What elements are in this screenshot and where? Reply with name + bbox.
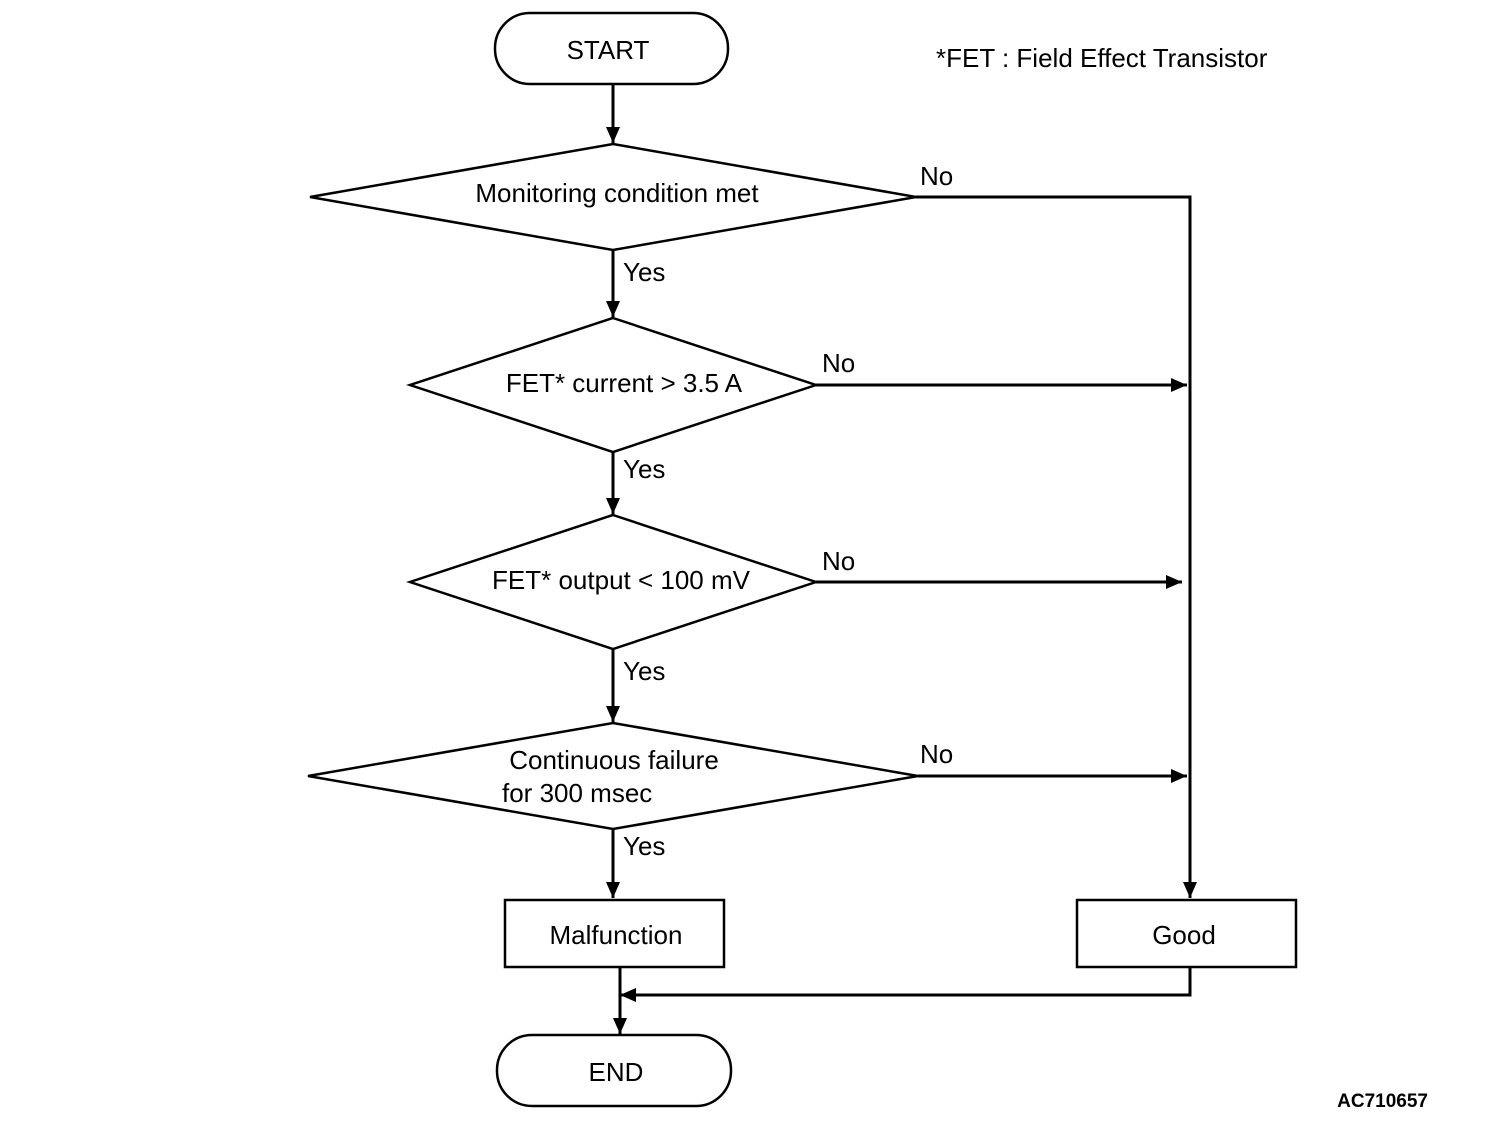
d2-no-label: No bbox=[822, 348, 855, 378]
start-label: START bbox=[567, 35, 650, 65]
d4-no-label: No bbox=[920, 739, 953, 769]
malfunction-box bbox=[503, 898, 726, 969]
d4-yes-label: Yes bbox=[623, 831, 665, 861]
d3-no-label: No bbox=[822, 546, 855, 576]
decision-continuous-failure bbox=[307, 721, 919, 831]
decision-fet-output-label: FET* output < 100 mV bbox=[492, 565, 751, 595]
footnote: *FET : Field Effect Transistor bbox=[936, 43, 1268, 73]
edge-d1-no bbox=[916, 195, 1197, 898]
edge-good-merge bbox=[620, 967, 1192, 1002]
decision-monitoring-condition-label: Monitoring condition met bbox=[475, 178, 759, 208]
figure-code: AC710657 bbox=[1337, 1091, 1428, 1112]
d1-no-label: No bbox=[920, 161, 953, 191]
d1-yes-label: Yes bbox=[623, 257, 665, 287]
decision-fet-current-label: FET* current > 3.5 A bbox=[506, 368, 743, 398]
good-box bbox=[1075, 898, 1298, 969]
malfunction-label: Malfunction bbox=[550, 920, 683, 950]
d3-yes-label: Yes bbox=[623, 656, 665, 686]
decision-continuous-failure-label-2: for 300 msec bbox=[502, 778, 652, 808]
end-label: END bbox=[589, 1057, 644, 1087]
end-terminator bbox=[495, 1033, 733, 1108]
decision-continuous-failure-label-1: Continuous failure bbox=[509, 745, 719, 775]
good-label: Good bbox=[1152, 920, 1216, 950]
d2-yes-label: Yes bbox=[623, 454, 665, 484]
